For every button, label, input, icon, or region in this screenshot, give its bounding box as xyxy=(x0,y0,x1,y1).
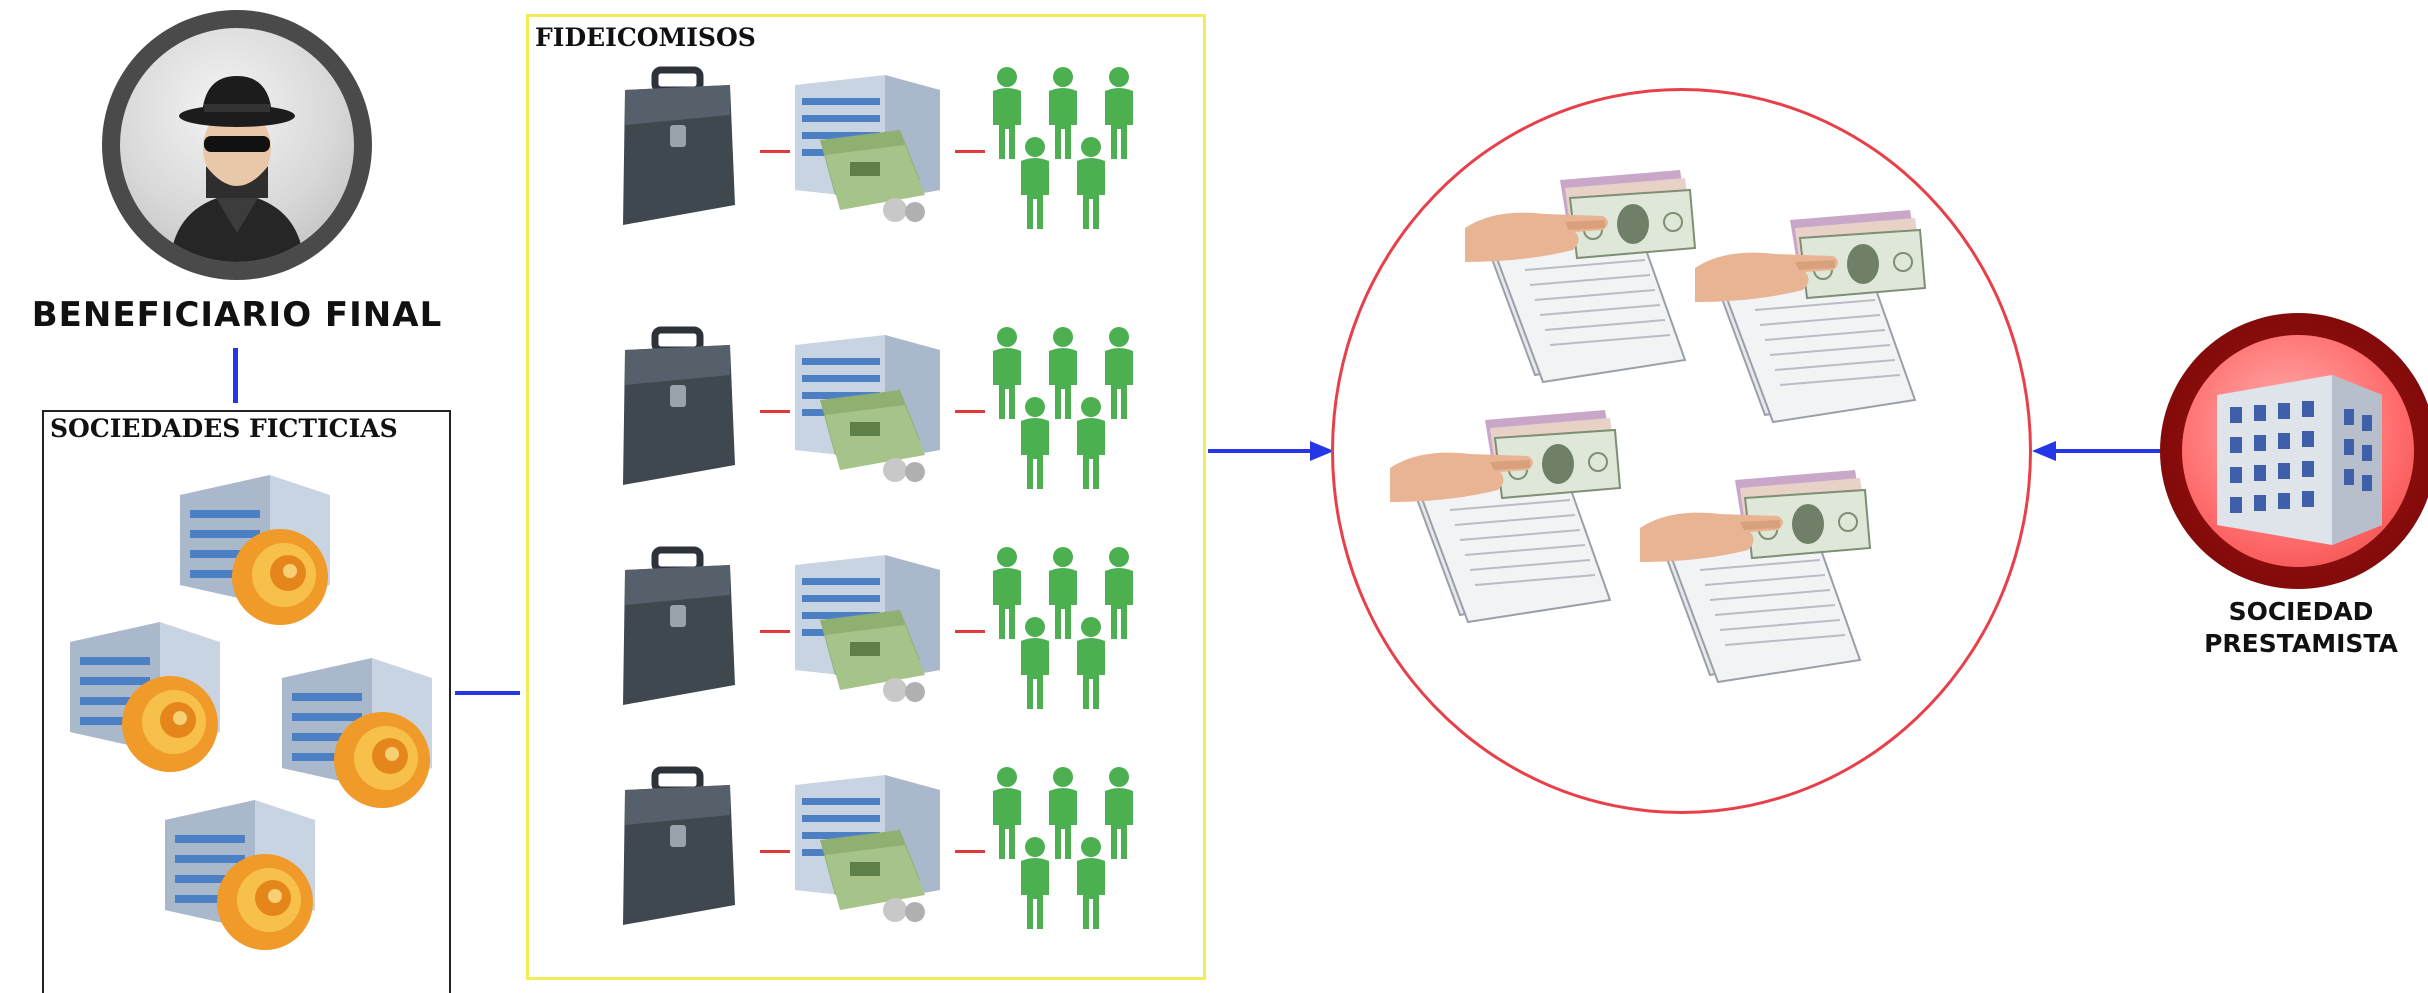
cash-handover-icon xyxy=(1390,410,1622,624)
red-connector xyxy=(760,150,790,153)
beneficiary-title: BENEFICIARIO FINAL xyxy=(31,295,443,335)
building-money-icon xyxy=(795,335,940,482)
red-connector xyxy=(760,630,790,633)
shell-to-trust-connector xyxy=(455,691,520,695)
arrowhead-left-icon xyxy=(2032,441,2056,461)
cash-handover-icon xyxy=(1695,210,1927,424)
briefcase-icon xyxy=(623,766,735,925)
trusts-box: FIDEICOMISOS xyxy=(526,14,1206,980)
trusts-label: FIDEICOMISOS xyxy=(535,23,756,52)
red-connector xyxy=(955,150,985,153)
office-building-icon xyxy=(2217,375,2382,545)
lender-to-loans-connector xyxy=(2050,449,2160,453)
building-money-icon xyxy=(795,775,940,922)
building-money-icon xyxy=(795,75,940,222)
red-connector xyxy=(955,630,985,633)
people-group-icon xyxy=(993,327,1133,489)
lender-badge xyxy=(2160,313,2428,589)
shell-companies-box: SOCIEDADES FICTICIAS xyxy=(42,410,451,993)
anonymous-person-icon xyxy=(170,76,304,262)
shell-company-icon xyxy=(180,475,330,625)
cash-handover-icon xyxy=(1640,470,1872,684)
lender-label-line1: SOCIEDAD xyxy=(2228,597,2374,626)
briefcase-icon xyxy=(623,66,735,225)
trust-to-loans-connector xyxy=(1208,449,1318,453)
lender-label-line2: PRESTAMISTA xyxy=(2204,629,2398,658)
briefcase-icon xyxy=(623,326,735,485)
shell-companies-label: SOCIEDADES FICTICIAS xyxy=(50,414,398,443)
lender-label: SOCIEDAD PRESTAMISTA xyxy=(2166,596,2428,660)
red-connector xyxy=(760,850,790,853)
building-money-icon xyxy=(795,555,940,702)
people-group-icon xyxy=(993,547,1133,709)
arrowhead-right-icon xyxy=(1310,441,1334,461)
shell-company-icon xyxy=(165,800,315,950)
shell-company-icon xyxy=(70,622,220,772)
cash-handover-icon xyxy=(1465,170,1697,384)
beneficiary-connector xyxy=(233,348,238,403)
red-connector xyxy=(760,410,790,413)
loans-circle xyxy=(1331,88,2032,814)
briefcase-icon xyxy=(623,546,735,705)
shell-company-icon xyxy=(282,658,432,808)
people-group-icon xyxy=(993,67,1133,229)
people-group-icon xyxy=(993,767,1133,929)
red-connector xyxy=(955,410,985,413)
red-connector xyxy=(955,850,985,853)
beneficiary-avatar xyxy=(102,10,372,280)
